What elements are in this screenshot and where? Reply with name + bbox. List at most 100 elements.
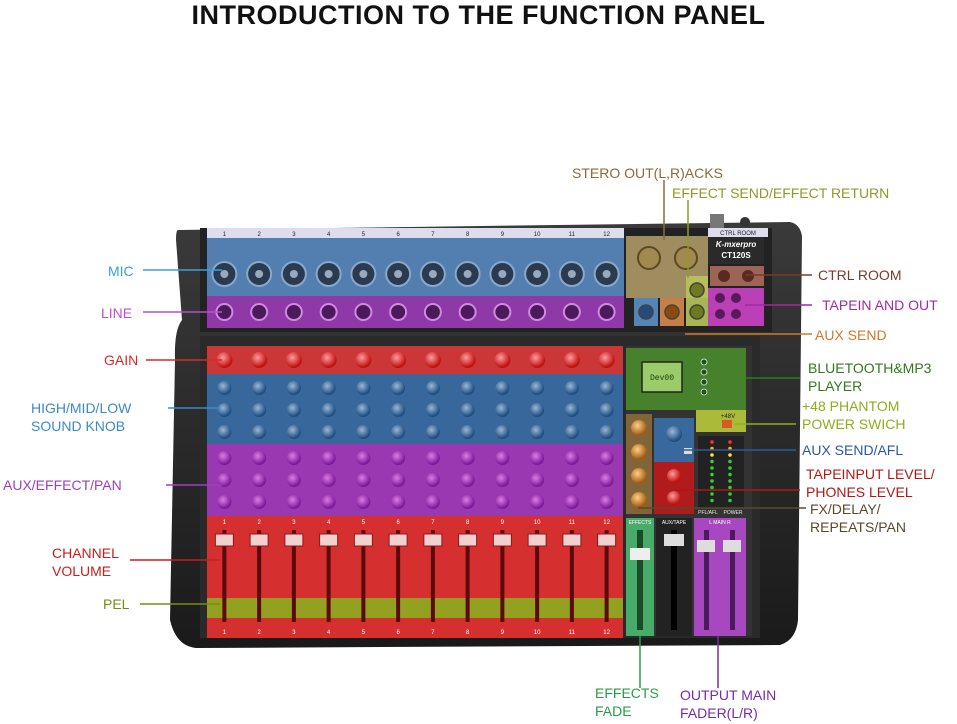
eq-knob	[391, 381, 406, 395]
aux-knob	[425, 495, 440, 509]
label-effect-send: EFFECT SEND/EFFECT RETURN	[672, 185, 890, 201]
line-jack	[528, 303, 547, 321]
eq-knob	[356, 403, 371, 417]
aux-knob	[425, 451, 440, 465]
line-jack	[319, 303, 338, 321]
aux-knob	[425, 473, 440, 487]
label-aux: AUX/EFFECT/PAN	[3, 477, 122, 493]
mp3-display-text: Dev00	[650, 374, 674, 383]
pel-zone	[207, 598, 623, 618]
aux-knob	[252, 473, 267, 487]
ctrl-room-r-jack	[742, 270, 754, 282]
aux-knobs	[217, 451, 614, 509]
fader-cap	[562, 533, 582, 547]
aux-knob	[599, 451, 614, 465]
mic-zone	[207, 236, 624, 296]
gain-knob	[216, 352, 233, 368]
xlr-pin	[220, 270, 229, 278]
tape-level-knob	[667, 469, 681, 483]
aux-knob	[391, 495, 406, 509]
strip-number: 4	[327, 630, 331, 636]
strip-number: 2	[257, 520, 261, 526]
main-fader-l-slot	[704, 530, 709, 630]
strip-number: 10	[534, 630, 541, 636]
eq-knob	[217, 403, 232, 417]
meter-leds	[710, 440, 732, 503]
xlr-pin	[359, 270, 368, 278]
strip-number: 11	[569, 520, 576, 526]
main-fader-zone	[694, 518, 746, 636]
strip-number: 4	[327, 520, 331, 526]
effect-send-jack	[689, 282, 705, 298]
label-mic: MIC	[108, 263, 134, 279]
channel-volume-bottom	[207, 618, 623, 638]
label-line: LINE	[101, 305, 133, 321]
rear-channel-number: 2	[257, 232, 261, 238]
effects-fader-slot	[637, 530, 643, 630]
main-out-label: L MAIN OUT R	[647, 231, 688, 237]
line-jack	[493, 303, 512, 321]
meter-led	[710, 485, 714, 490]
eq-knob	[425, 403, 440, 417]
label-phantom-1: +48 PHANTOM	[802, 398, 900, 414]
line-jack	[284, 303, 303, 321]
eq-knob	[321, 425, 336, 439]
channel-volume-zone	[207, 516, 623, 598]
meter-led	[710, 492, 714, 496]
strip-number: 1	[223, 520, 227, 526]
tape-in-l-jack	[715, 293, 725, 303]
label-pel: PEL	[103, 596, 130, 612]
aux-tape-fader-cap	[664, 534, 684, 546]
rear-channel-number: 9	[501, 232, 505, 238]
eq-knob	[286, 403, 301, 417]
rear-channel-number: 12	[603, 232, 610, 238]
meter-led	[728, 485, 732, 490]
eq-knob	[599, 425, 614, 439]
strip-number: 9	[501, 520, 505, 526]
eq-knob	[599, 381, 614, 395]
eq-knob	[425, 425, 440, 439]
label-gain: GAIN	[104, 352, 139, 368]
phones-level-knob	[667, 491, 681, 505]
fader-slot	[361, 530, 366, 622]
fx-knob	[631, 492, 647, 508]
eq-knob	[321, 403, 336, 417]
meter-led	[728, 440, 732, 444]
aux-knob	[356, 451, 371, 465]
aux-knob	[391, 451, 406, 465]
label-aux-send: AUX SEND	[815, 327, 887, 343]
aux-tape-fader-label: AUX/TAPE	[662, 520, 687, 526]
ctrl-room-l-jack	[718, 270, 730, 282]
fader-cap	[249, 533, 269, 547]
label-phantom-2: POWER SWICH	[802, 416, 906, 432]
fader-slot	[465, 530, 470, 622]
aux-knob	[495, 495, 510, 509]
eq-knob	[356, 425, 371, 439]
meter-led	[728, 492, 732, 496]
main-fader-r-cap	[723, 540, 741, 552]
label-fx-2: REPEATS/PAN	[810, 519, 906, 535]
eq-knob	[252, 381, 267, 395]
meter-led	[710, 440, 714, 444]
aux-knob	[356, 473, 371, 487]
aux-knob	[599, 495, 614, 509]
effects-fader-label: EFFECTS	[629, 520, 652, 526]
meter-led	[710, 479, 714, 483]
meter-led	[710, 459, 714, 464]
xlr-pin	[602, 270, 611, 278]
rear-channel-number: 10	[534, 232, 541, 238]
mp3-display	[641, 361, 683, 393]
strip-number: 12	[603, 630, 610, 636]
fader-cap	[214, 533, 234, 547]
mp3-buttons	[700, 358, 708, 396]
aux-knob	[530, 451, 545, 465]
xlr-pin	[428, 270, 437, 278]
strip-number: 7	[431, 630, 435, 636]
eq-knob	[460, 381, 475, 395]
aux-knob	[495, 473, 510, 487]
label-effects-fade-2: FADE	[595, 703, 632, 719]
eq-knob	[530, 403, 545, 417]
fader-slot	[569, 530, 574, 622]
